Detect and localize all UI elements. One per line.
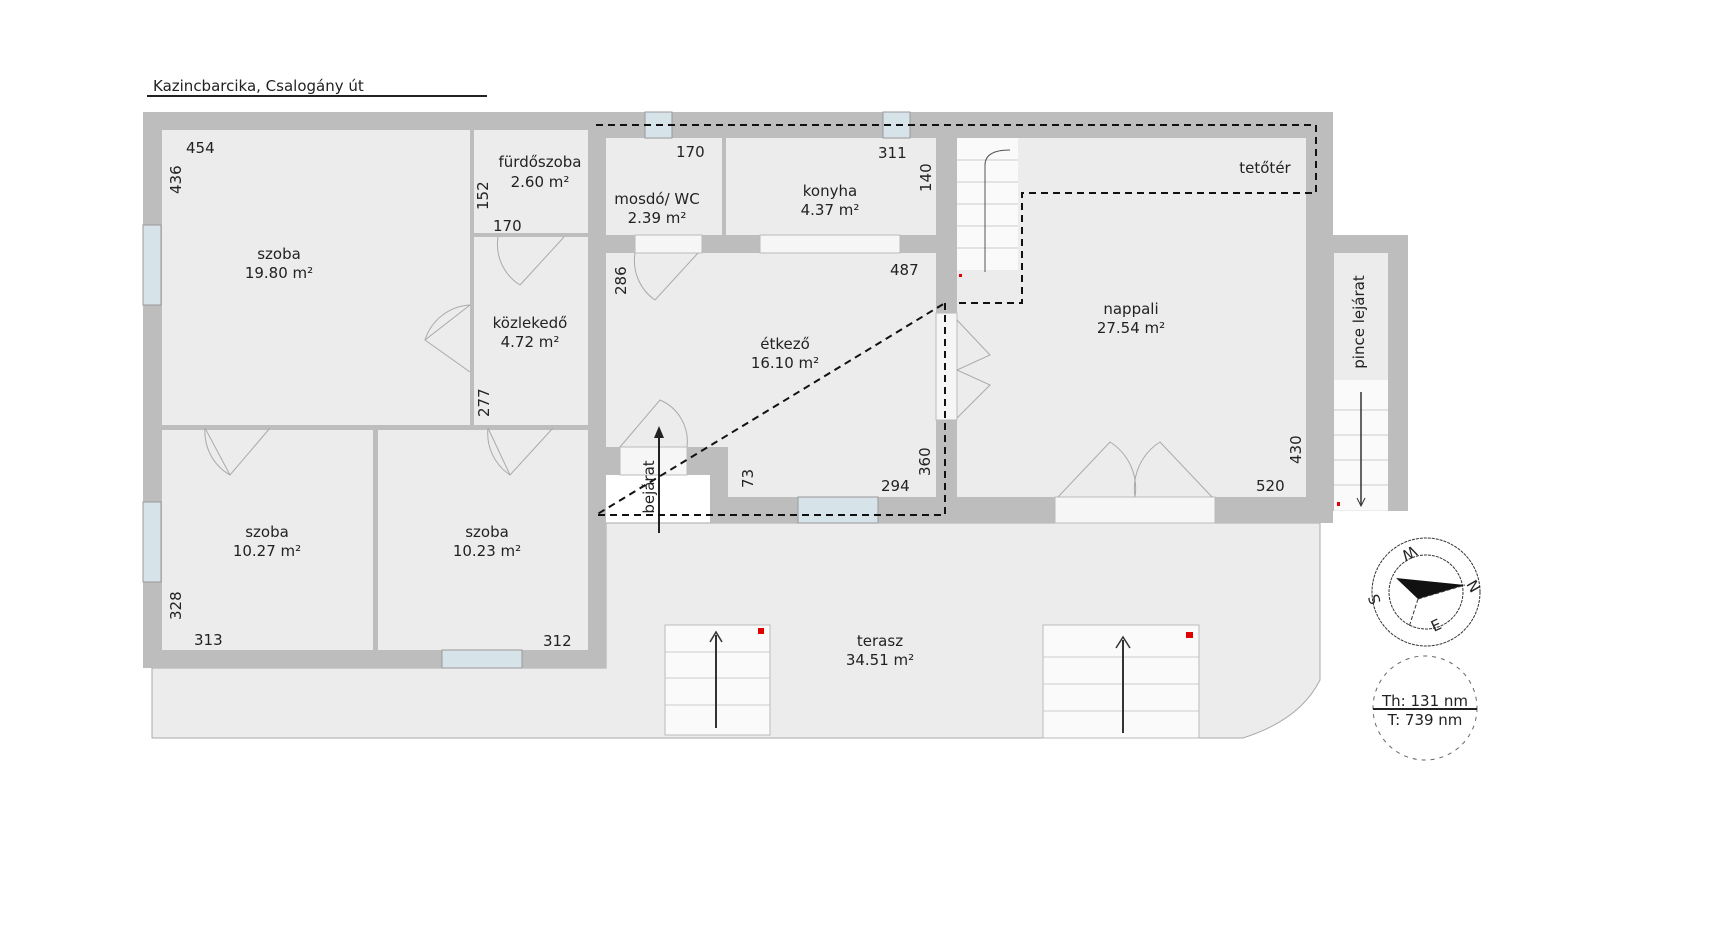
room-area: 19.80 m² [245, 264, 313, 282]
dimension: 454 [186, 139, 215, 157]
dimension: 311 [878, 144, 907, 162]
interior-stairs [957, 138, 1018, 277]
room-name: konyha [803, 182, 857, 200]
dimension: 286 [612, 266, 630, 295]
room-area: 10.23 m² [453, 542, 521, 560]
room-name: fürdőszoba [499, 153, 582, 171]
windows [142, 111, 911, 669]
dimension: 430 [1287, 435, 1305, 464]
terrace-stairs-right [1042, 624, 1200, 739]
room-name: étkező [760, 335, 810, 353]
height-legend: Th: 131 nm T: 739 nm [1372, 655, 1478, 761]
dimension: 313 [194, 631, 223, 649]
dimension: 312 [543, 632, 572, 650]
compass-icon: N E S W [1365, 537, 1484, 647]
plan-title: Kazincbarcika, Csalogány út [153, 77, 364, 95]
room-area: 27.54 m² [1097, 319, 1165, 337]
room-name: mosdó/ WC [614, 190, 699, 208]
dimension: 520 [1256, 477, 1285, 495]
dimension: 140 [917, 163, 935, 192]
entrance-label: bejárat [640, 460, 658, 513]
dimension: 170 [676, 143, 705, 161]
cellar-stairs [1334, 380, 1388, 510]
dimension: 294 [881, 477, 910, 495]
room-area: 10.27 m² [233, 542, 301, 560]
attic-outline [592, 124, 1317, 516]
room-area: 2.39 m² [628, 209, 687, 227]
dimension: 487 [890, 261, 919, 279]
dimension: 328 [167, 591, 185, 620]
room-name: terasz [857, 632, 903, 650]
dimension: 152 [474, 181, 492, 210]
room-name: közlekedő [493, 314, 568, 332]
room-area: 2.60 m² [511, 173, 570, 191]
dimension: 360 [916, 447, 934, 476]
dimension: 277 [475, 388, 493, 417]
dimension: 73 [739, 469, 757, 488]
legend-t: T: 739 nm [1387, 711, 1463, 729]
attic-label: tetőtér [1239, 159, 1291, 177]
room-area: 4.37 m² [801, 201, 860, 219]
door-openings [619, 234, 1216, 524]
terrace-stairs-left [664, 624, 771, 736]
wall-wc-kitchen [722, 138, 726, 235]
dimension: 170 [493, 217, 522, 235]
room-name: szoba [245, 523, 289, 541]
entrance-arrowhead-icon [654, 426, 664, 438]
door-swings [204, 236, 1213, 498]
cellar-label: pince lejárat [1350, 275, 1368, 369]
room-name: szoba [465, 523, 509, 541]
room-area: 16.10 m² [751, 354, 819, 372]
wall-middle-left [588, 112, 606, 523]
room-floors [162, 130, 1388, 650]
room-area: 4.72 m² [501, 333, 560, 351]
room-area: 34.51 m² [846, 651, 914, 669]
dimension: 436 [167, 165, 185, 194]
legend-th: Th: 131 nm [1381, 692, 1468, 710]
room-name: nappali [1103, 300, 1158, 318]
room-name: szoba [257, 245, 301, 263]
